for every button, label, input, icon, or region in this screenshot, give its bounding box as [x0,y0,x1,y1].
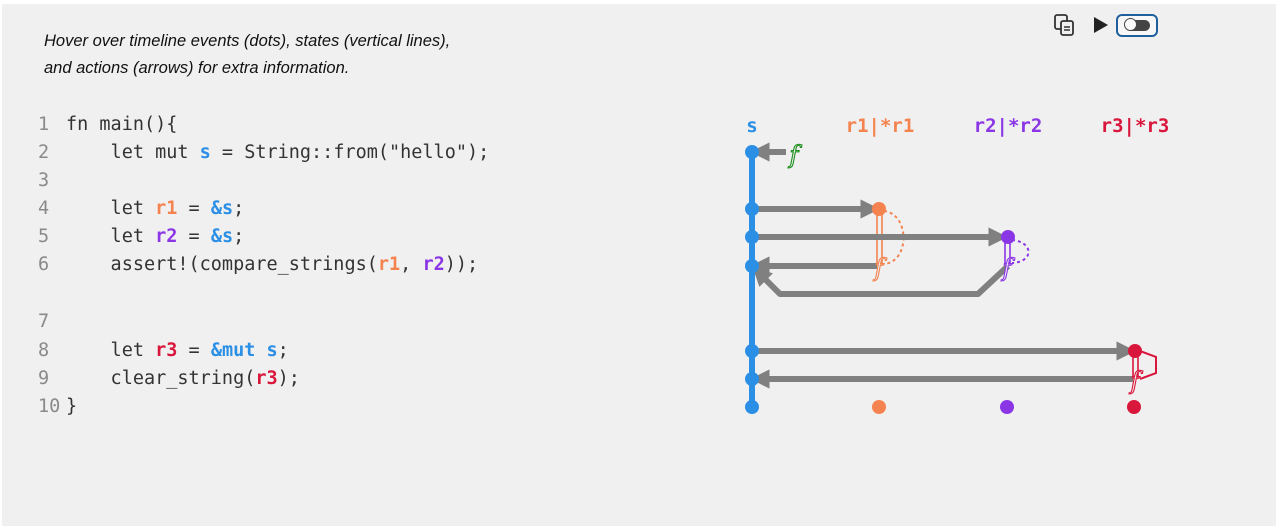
code-text: let mut [66,142,200,163]
toggle-track [1125,19,1150,31]
r3-event-dot[interactable] [1128,344,1142,358]
code-line: 7 [38,308,66,336]
r2-event-dot[interactable] [1001,230,1015,244]
code-token-r3: r3 [255,368,278,389]
instructions-text: Hover over timeline events (dots), state… [44,28,450,82]
instructions-line-2: and actions (arrows) for extra informati… [44,59,350,77]
event-dot[interactable] [745,230,759,244]
code-text: ); [277,368,300,389]
line-number: 9 [38,368,50,389]
code-text: = String::from("hello"); [210,142,490,163]
code-text: assert!(compare_strings( [66,254,378,275]
r3-end-dot[interactable] [1127,400,1141,414]
code-text: = [177,198,211,219]
code-text: = [177,340,211,361]
code-text: } [66,396,78,417]
code-text: clear_string( [66,368,256,389]
line-number: 4 [38,198,50,219]
line-number: 3 [38,170,50,191]
code-line: 9 clear_string(r3); [38,365,300,393]
code-token-r2: r2 [155,226,178,247]
code-token-s: s [199,142,211,163]
column-label-s: s [746,115,757,137]
code-line: 6 assert!(compare_strings(r1, r2)); [38,251,478,279]
code-text: let [66,198,156,219]
code-line: 4 let r1 = &s; [38,195,244,223]
code-token-r1: r1 [377,254,401,275]
line-number: 5 [38,226,50,247]
play-icon[interactable] [1092,15,1110,35]
code-line: 3 [38,167,66,195]
arrow-r2-to-s[interactable] [752,263,1011,297]
function-call-icon[interactable]: f [872,253,888,282]
r2-end-dot[interactable] [1000,400,1014,414]
r1-event-dot[interactable] [872,202,886,216]
column-label-r1: r1|*r1 [846,115,915,137]
code-line: 1 fn main(){ [38,111,177,139]
event-dot[interactable] [745,145,759,159]
code-token-op: &mut s [210,340,278,361]
column-label-r2: r2|*r2 [974,115,1043,137]
column-label-r3: r3|*r3 [1101,115,1170,137]
code-text: ; [233,226,245,247]
function-call-icon[interactable]: f [1000,253,1016,282]
code-line: 2 let mut s = String::from("hello"); [38,139,489,167]
event-dot[interactable] [745,344,759,358]
code-text: , [400,254,423,275]
code-line: 5 let r2 = &s; [38,223,244,251]
code-token-r2: r2 [422,254,445,275]
code-text: )); [444,254,479,275]
copy-icon[interactable] [1052,13,1076,37]
code-text: ; [277,340,289,361]
code-text: let [66,226,156,247]
line-number: 2 [38,142,50,163]
s-event-dots [745,145,759,414]
event-dot[interactable] [745,372,759,386]
code-line: 8 let r3 = &mut s; [38,337,289,365]
code-text: fn main(){ [66,114,178,135]
instructions-line-1: Hover over timeline events (dots), state… [44,32,451,50]
event-dot[interactable] [745,202,759,216]
r2-borrow-loop[interactable] [1011,239,1030,264]
code-token-op: &s [210,226,234,247]
event-dot[interactable] [745,259,759,273]
toggle-knob [1124,17,1137,31]
line-number: 6 [38,254,50,275]
toggle-switch-icon[interactable] [1116,13,1158,37]
code-text: let [66,340,156,361]
event-dot[interactable] [745,400,759,414]
code-line: 10} [38,393,77,421]
line-number: 8 [38,340,50,361]
r1-end-dot[interactable] [872,400,886,414]
function-call-icon[interactable]: f [787,140,803,169]
code-token-op: &s [210,198,234,219]
line-number: 1 [38,114,50,135]
r3-borrow-loop[interactable] [1139,350,1157,380]
toolbar [1052,11,1158,39]
code-token-r3: r3 [155,340,178,361]
line-number: 7 [38,311,50,332]
code-text: ; [233,198,245,219]
function-call-icon[interactable]: f [1128,366,1144,395]
visualization-panel [2,4,1276,526]
code-token-r1: r1 [155,198,178,219]
code-text: = [177,226,211,247]
line-number: 10 [38,396,61,417]
